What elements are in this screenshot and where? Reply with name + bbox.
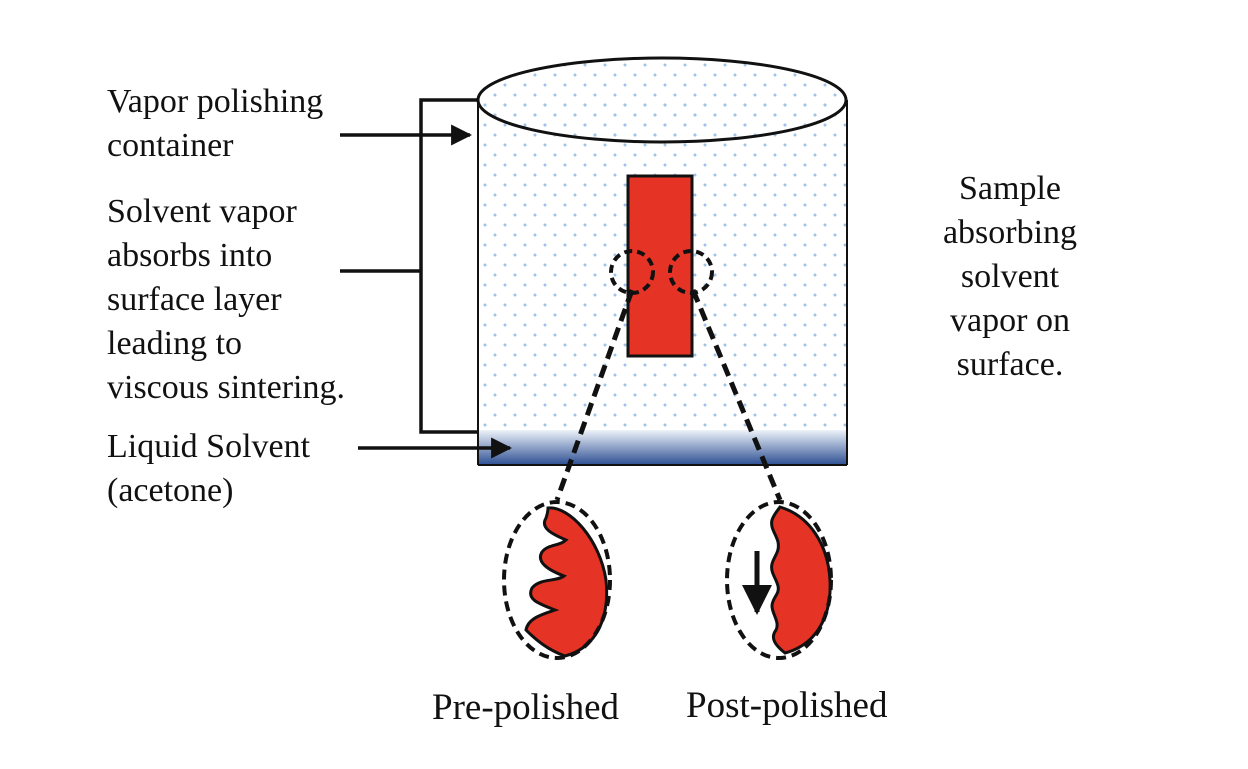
sample-label-line-5: surface.	[956, 346, 1064, 383]
vapor-label-line-3: surface layer	[107, 281, 282, 318]
vapor-label-line-1: Solvent vapor	[107, 193, 297, 230]
pre-polished-zoom	[502, 500, 612, 660]
container-label: Vapor polishing container	[107, 80, 323, 168]
post-polished-oval	[725, 500, 833, 660]
zoom-leader-right	[690, 289, 783, 501]
vapor-label-line-5: viscous sintering.	[107, 369, 345, 406]
post-polished-caption: Post-polished	[686, 685, 888, 726]
sample-label-line-4: vapor on	[950, 302, 1070, 339]
vapor-label-line-2: absorbs into	[107, 237, 273, 274]
post-polished-smooth-surface	[770, 505, 832, 655]
sample-bar	[626, 174, 694, 358]
vapor-label-line-4: leading to	[107, 325, 243, 362]
sample-label-line-1: Sample	[959, 170, 1061, 207]
container-label-line-1: Vapor polishing	[107, 83, 324, 120]
sample-label-line-2: absorbing	[942, 214, 1078, 251]
left-bracket	[419, 98, 478, 434]
liquid-label-line-2: (acetone)	[107, 472, 234, 509]
magnifier-right-circle	[668, 249, 714, 295]
vapor-label: Solvent vapor absorbs into surface layer…	[107, 190, 345, 410]
zoom-leader-left	[554, 289, 635, 501]
sample-label: Sample absorbing solvent vapor on surfac…	[920, 167, 1100, 387]
container-top-ellipse	[476, 56, 848, 144]
pre-polished-caption: Pre-polished	[432, 687, 620, 728]
post-polished-zoom	[725, 500, 833, 660]
liquid-label-line-1: Liquid Solvent	[107, 428, 311, 465]
liquid-solvent-layer	[478, 430, 847, 465]
liquid-label: Liquid Solvent (acetone)	[107, 425, 310, 513]
sample-label-line-3: solvent	[960, 258, 1060, 295]
container-label-line-2: container	[107, 127, 234, 164]
pre-polished-oval	[502, 500, 612, 660]
